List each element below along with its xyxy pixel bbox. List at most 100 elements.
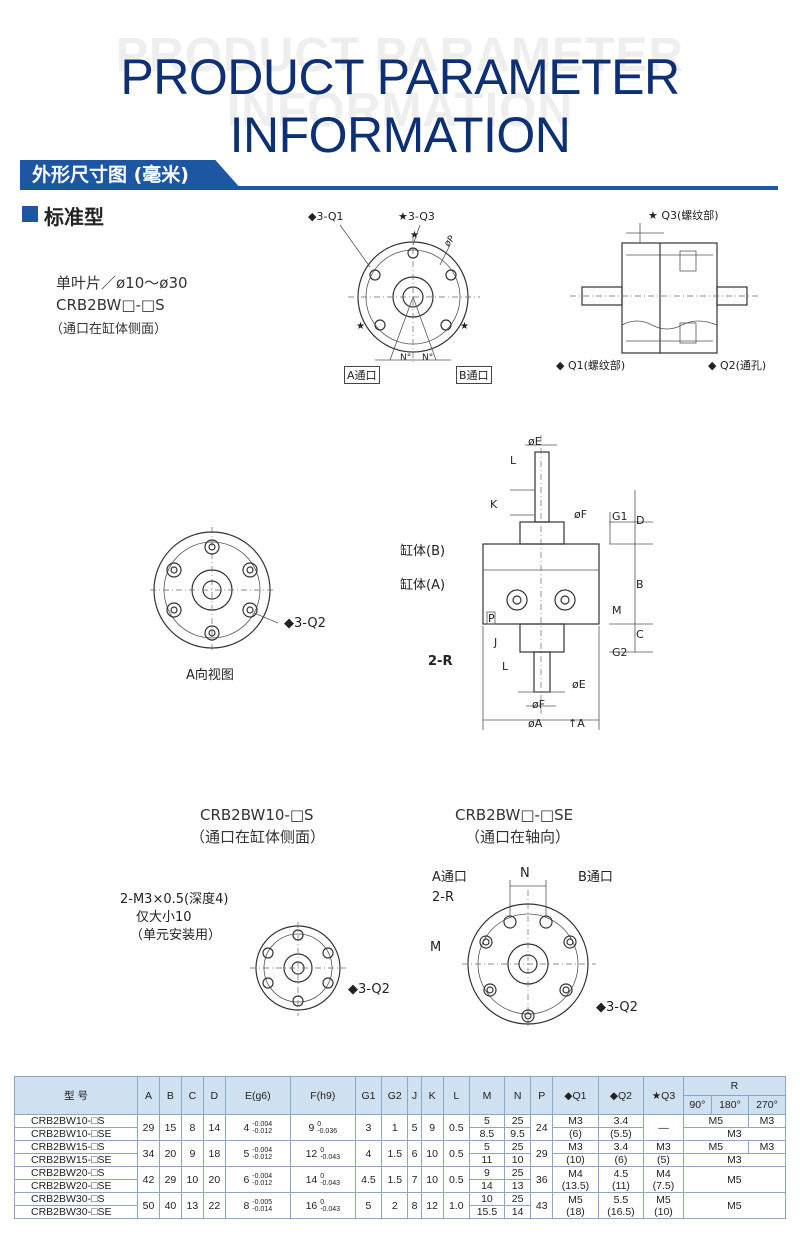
fig2-q3-label: ★ Q3(螺纹部) bbox=[648, 209, 719, 222]
cell-f-tol: 0-0.043 bbox=[320, 1147, 340, 1161]
tol-lower: -0.012 bbox=[252, 1127, 273, 1135]
tol-lower: -0.043 bbox=[320, 1179, 341, 1187]
fig4-c: C bbox=[636, 628, 644, 641]
tol-upper: -0.004 bbox=[252, 1172, 273, 1180]
fig4-k: K bbox=[490, 498, 498, 511]
fig4-g2: G2 bbox=[612, 646, 628, 659]
cell-f-tol: 0-0.043 bbox=[320, 1173, 340, 1187]
cell-p: 36 bbox=[530, 1166, 554, 1193]
tol-upper: -0.004 bbox=[252, 1120, 273, 1128]
cell-e-nominal: 8 bbox=[243, 1199, 250, 1212]
fig4-body-b: 缸体(B) bbox=[400, 544, 446, 559]
side-view-diagram bbox=[570, 223, 760, 354]
fig6-a-port: A通口 bbox=[432, 870, 467, 885]
cell-j: 5 bbox=[407, 1114, 422, 1141]
cell-q1: M3 bbox=[552, 1140, 599, 1154]
cell-j: 6 bbox=[407, 1140, 422, 1167]
col-model: 型 号 bbox=[14, 1076, 138, 1115]
fig5-q2-label: ◆3-Q2 bbox=[348, 982, 390, 997]
fig1-n1: N° bbox=[400, 353, 411, 363]
cell-n: 25 bbox=[503, 1140, 532, 1154]
fig2-q2-label: ◆ Q2(通孔) bbox=[708, 359, 767, 372]
cell-e-tol: -0.004-0.012 bbox=[252, 1147, 272, 1161]
fig3-q2-label: ◆3-Q2 bbox=[284, 616, 326, 631]
fig4-arrow-a: ↑A bbox=[568, 717, 585, 730]
tol-lower: -0.043 bbox=[320, 1205, 341, 1213]
col-g2: G2 bbox=[381, 1076, 409, 1115]
cell-q1: (10) bbox=[552, 1153, 599, 1167]
col-q3: ★Q3 bbox=[643, 1076, 684, 1115]
col-a: A bbox=[137, 1076, 160, 1115]
tol-upper: -0.005 bbox=[252, 1198, 273, 1206]
fig4-p: P bbox=[488, 612, 495, 625]
cell-e-tol: -0.004-0.012 bbox=[252, 1173, 272, 1187]
cell-r-90-180: M5 bbox=[682, 1114, 749, 1128]
cell-q1-size: M4 bbox=[568, 1167, 583, 1180]
fig4-of-bot: øF bbox=[532, 698, 546, 711]
col-d: D bbox=[202, 1076, 226, 1115]
cell-g1: 3 bbox=[354, 1114, 383, 1141]
intro-range: 单叶片／ø10～ø30 bbox=[56, 274, 188, 292]
cell-q1-depth: (18) bbox=[566, 1205, 585, 1218]
cell-q1-size: M5 bbox=[568, 1193, 583, 1206]
fig4-d: D bbox=[636, 514, 645, 527]
svg-text:★: ★ bbox=[460, 321, 469, 332]
fig1-a-port: A通口 bbox=[344, 366, 380, 384]
cell-b: 15 bbox=[158, 1114, 182, 1141]
fig5-note1: 2-M3×0.5(深度4) bbox=[120, 892, 229, 907]
fig4-l-top: L bbox=[510, 454, 517, 467]
cell-m: 14 bbox=[468, 1179, 505, 1193]
cell-k: 10 bbox=[420, 1140, 444, 1167]
col-j: J bbox=[407, 1076, 422, 1115]
fig4-l-bot: L bbox=[502, 660, 509, 673]
cell-l: 0.5 bbox=[442, 1114, 470, 1141]
cell-q2-size: 4.5 bbox=[613, 1167, 629, 1180]
cell-e-nominal: 5 bbox=[243, 1147, 250, 1160]
cell-r-270: M3 bbox=[747, 1114, 787, 1128]
col-q2: ◆Q2 bbox=[597, 1076, 645, 1115]
cell-g1: 5 bbox=[354, 1192, 383, 1219]
tol-upper: -0.004 bbox=[252, 1146, 273, 1154]
cell-q2: 4.5(11) bbox=[597, 1166, 645, 1193]
table-row: CRB2BW30-□S 50 40 13 22 8 -0.005-0.014 1… bbox=[14, 1192, 787, 1219]
col-q1: ◆Q1 bbox=[552, 1076, 599, 1115]
tol-lower: -0.012 bbox=[252, 1153, 273, 1161]
cell-k: 10 bbox=[420, 1166, 444, 1193]
cell-f: 9 0-0.036 bbox=[289, 1114, 356, 1141]
fig6-m: M bbox=[430, 940, 442, 955]
cell-q2: (6) bbox=[597, 1153, 645, 1167]
cell-n: 25 bbox=[503, 1166, 532, 1180]
cell-b: 40 bbox=[158, 1192, 182, 1219]
cell-e-tol: -0.005-0.014 bbox=[252, 1199, 272, 1213]
fig1-q1-label: ◆3-Q1 bbox=[308, 210, 344, 223]
col-n: N bbox=[503, 1076, 532, 1115]
table-row: CRB2BW30-□SE 15.5 14 bbox=[14, 1205, 786, 1219]
section-divider bbox=[20, 186, 778, 190]
svg-text:★: ★ bbox=[410, 230, 419, 241]
fig4-of-top: øF bbox=[574, 508, 588, 521]
tol-lower: -0.014 bbox=[252, 1205, 273, 1213]
cell-b: 20 bbox=[158, 1140, 182, 1167]
cell-n: 13 bbox=[503, 1179, 532, 1193]
table-row: CRB2BW20-□SE 14 13 bbox=[14, 1179, 786, 1193]
cell-q1: M3 bbox=[552, 1114, 599, 1128]
cell-q2: 3.4 bbox=[597, 1140, 645, 1154]
cell-f: 14 0-0.043 bbox=[289, 1166, 356, 1193]
square-bullet-icon bbox=[22, 206, 38, 222]
fig3-caption: A向视图 bbox=[186, 668, 234, 683]
cell-d: 14 bbox=[202, 1114, 226, 1141]
cell-q2-depth: (16.5) bbox=[607, 1205, 635, 1218]
cell-model: CRB2BW10-□S bbox=[14, 1114, 138, 1128]
cell-q3: — bbox=[643, 1114, 684, 1141]
cell-f-nominal: 16 bbox=[305, 1199, 318, 1212]
fig5-title: CRB2BW10-□S bbox=[200, 806, 314, 824]
fig4-oe-bot: øE bbox=[572, 678, 586, 691]
cell-c: 9 bbox=[180, 1140, 204, 1167]
cell-a: 34 bbox=[137, 1140, 160, 1167]
fig5-note3: （单元安装用） bbox=[130, 928, 222, 943]
cell-m: 15.5 bbox=[468, 1205, 505, 1219]
cell-m: 8.5 bbox=[468, 1127, 505, 1141]
section-ribbon: 外形尺寸图 (毫米) bbox=[20, 160, 242, 190]
cell-q1: M5(18) bbox=[552, 1192, 599, 1219]
fig6-b-port: B通口 bbox=[578, 870, 613, 885]
